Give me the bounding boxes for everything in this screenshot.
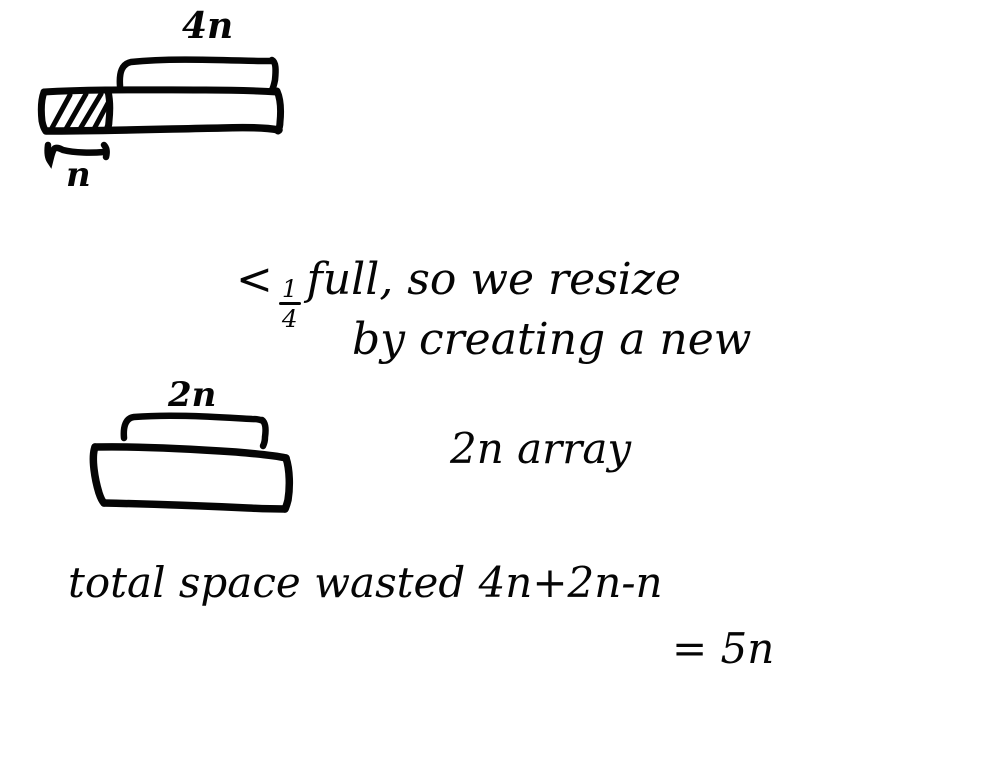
annotation-line-2: by creating a new <box>352 314 752 365</box>
hatching-used-portion <box>49 91 111 132</box>
bracket-4n <box>116 56 279 94</box>
bracket-n <box>44 141 110 169</box>
old-array-rectangle <box>37 86 285 135</box>
annotation-line-1-text: full, so we resize <box>306 254 681 305</box>
annotation-new-array-caption: 2n array <box>450 424 632 473</box>
annotation-total-space-wasted: total space wasted 4n+2n-n <box>68 558 663 607</box>
new-array-rectangle <box>89 443 294 513</box>
annotation-result: = 5n <box>672 624 775 673</box>
label-new-capacity: 2n <box>168 375 217 415</box>
fraction-numerator: 1 <box>281 273 298 303</box>
label-used-size: n <box>66 155 91 195</box>
fraction-bar <box>278 302 301 306</box>
less-than-symbol: < <box>236 254 273 305</box>
fraction-denominator: 4 <box>281 304 298 334</box>
label-old-capacity: 4n <box>182 5 234 47</box>
bracket-2n <box>120 412 269 450</box>
